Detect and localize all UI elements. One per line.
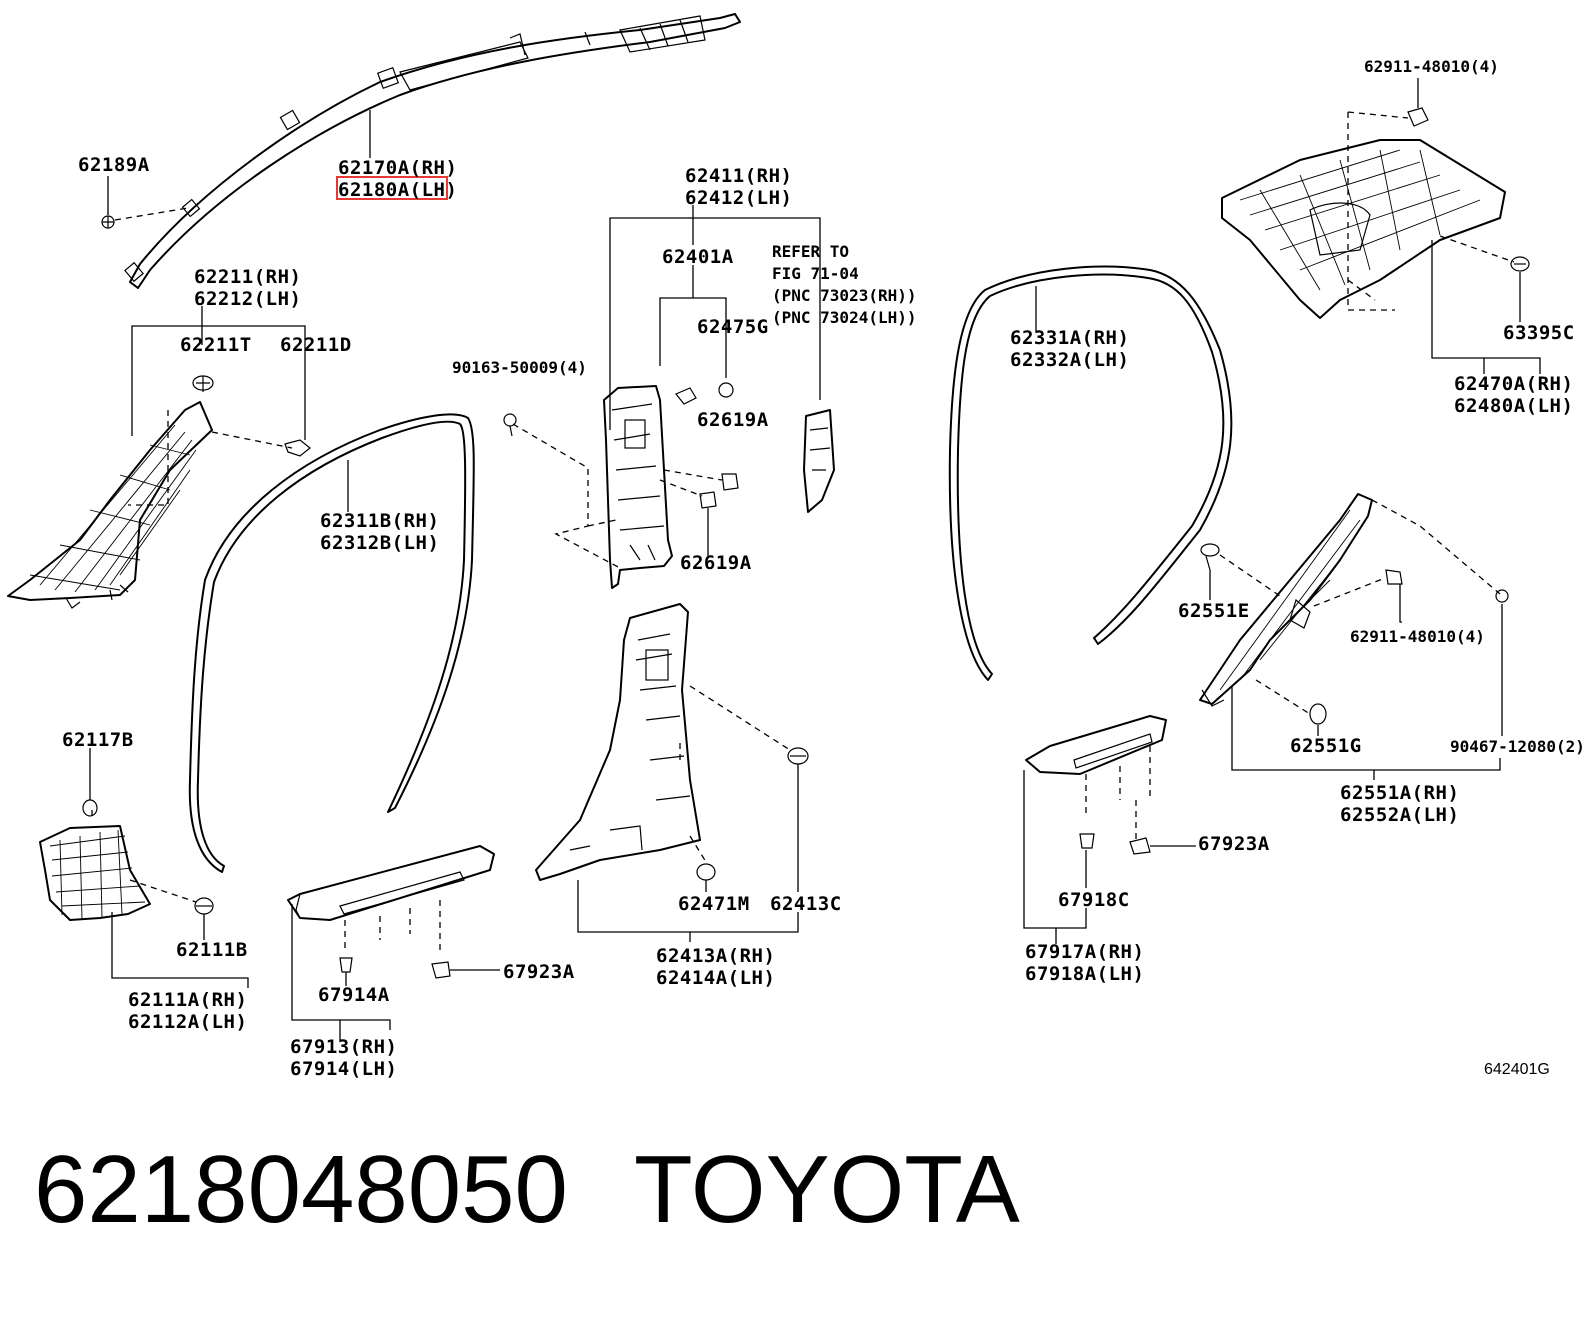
- clip-62211D: [284, 439, 311, 457]
- clip-67914A: [339, 957, 353, 973]
- refer-line-4: (PNC 73024(LH)): [772, 308, 917, 327]
- label-62111A: 62111A(RH): [128, 989, 247, 1011]
- highlight-box: [336, 176, 448, 200]
- label-67918A: 67918A(LH): [1025, 963, 1144, 985]
- label-62117B: 62117B: [62, 729, 134, 751]
- label-62312B: 62312B(LH): [320, 532, 439, 554]
- rear-scuff-plate-part: [1025, 715, 1167, 775]
- clip-62619A-bottom: [699, 491, 717, 509]
- refer-line-2: FIG 71-04: [772, 264, 859, 283]
- label-62471M: 62471M: [678, 893, 750, 915]
- label-62413A: 62413A(RH): [656, 945, 775, 967]
- label-62401A: 62401A: [662, 246, 734, 268]
- part-number: 6218048050: [34, 1136, 568, 1243]
- label-67918C: 67918C: [1058, 889, 1130, 911]
- front-pillar-garnish-part: [7, 401, 213, 609]
- label-62211: 62211(RH): [194, 266, 301, 288]
- label-67914A: 67914A: [318, 984, 390, 1006]
- label-62111B: 62111B: [176, 939, 248, 961]
- clip-62911-top: [1407, 107, 1429, 127]
- label-62619A-bottom: 62619A: [680, 552, 752, 574]
- clip-62551E: [1200, 543, 1220, 571]
- figure-code: 642401G: [1484, 1061, 1550, 1078]
- label-67917A: 67917A(RH): [1025, 941, 1144, 963]
- clip-62619A-top: [721, 473, 739, 491]
- label-62551A: 62551A(RH): [1340, 782, 1459, 804]
- label-62911-top: 62911-48010(4): [1364, 57, 1499, 76]
- label-62170A: 62170A(RH): [338, 157, 457, 179]
- door-opening-trim-front-part: [188, 413, 475, 873]
- label-62212: 62212(LH): [194, 288, 301, 310]
- clip-62551G: [1309, 703, 1327, 725]
- clip-62471M: [696, 863, 716, 881]
- clip-62211T: [192, 375, 214, 392]
- screw-90163: [503, 413, 517, 437]
- label-62480A: 62480A(LH): [1454, 395, 1573, 417]
- label-62411: 62411(RH): [685, 165, 792, 187]
- label-62211D: 62211D: [280, 334, 352, 356]
- center-pillar-lower-part: [535, 603, 701, 881]
- label-62414A: 62414A(LH): [656, 967, 775, 989]
- label-90163: 90163-50009(4): [452, 358, 587, 377]
- label-67913: 67913(RH): [290, 1036, 397, 1058]
- label-62211T: 62211T: [180, 334, 252, 356]
- seatbelt-anchor-cover: [803, 409, 835, 513]
- label-62475G: 62475G: [697, 316, 769, 338]
- clip-63395C: [1510, 256, 1530, 272]
- door-opening-trim-rear-part: [948, 265, 1233, 681]
- center-pillar-upper-part: [603, 385, 673, 589]
- clip-67918C: [1079, 833, 1095, 849]
- screw-90467: [1495, 589, 1509, 603]
- label-62911-mid: 62911-48010(4): [1350, 627, 1485, 646]
- label-62311B: 62311B(RH): [320, 510, 439, 532]
- clip-62111B: [194, 897, 214, 915]
- label-62470A: 62470A(RH): [1454, 373, 1573, 395]
- label-62551G: 62551G: [1290, 735, 1362, 757]
- label-62189A: 62189A: [78, 154, 150, 176]
- refer-line-3: (PNC 73023(RH)): [772, 286, 917, 305]
- clip-c-ring: [718, 382, 734, 398]
- clip-62911-mid: [1385, 569, 1403, 585]
- label-62180A: 62180A(LH): [338, 179, 457, 201]
- label-67914: 67914(LH): [290, 1058, 397, 1080]
- label-67923A-right: 67923A: [1198, 833, 1270, 855]
- label-63395C: 63395C: [1503, 322, 1575, 344]
- clip-62475G: [675, 387, 697, 405]
- brand-name: TOYOTA: [634, 1136, 1020, 1243]
- front-scuff-plate-part: [287, 845, 495, 921]
- label-62331A: 62331A(RH): [1010, 327, 1129, 349]
- clip-62413C: [787, 747, 809, 765]
- clip-67923A-right: [1129, 837, 1151, 855]
- label-62413C: 62413C: [770, 893, 842, 915]
- label-62412: 62412(LH): [685, 187, 792, 209]
- label-62332A: 62332A(LH): [1010, 349, 1129, 371]
- rear-package-trim-part: [1221, 139, 1506, 319]
- clip-62117B: [82, 799, 98, 817]
- refer-line-1: REFER TO: [772, 242, 849, 261]
- clip-62189A: [101, 215, 115, 229]
- label-62552A: 62552A(LH): [1340, 804, 1459, 826]
- footer: 6218048050 TOYOTA: [34, 1135, 1534, 1245]
- label-62112A: 62112A(LH): [128, 1011, 247, 1033]
- label-62619A-top: 62619A: [697, 409, 769, 431]
- label-62551E: 62551E: [1178, 600, 1250, 622]
- label-67923A-left: 67923A: [503, 961, 575, 983]
- roof-side-rail-part: [124, 13, 741, 289]
- label-90467: 90467-12080(2): [1450, 737, 1585, 756]
- quarter-pillar-garnish-part: [1199, 493, 1373, 707]
- clip-67923A-left: [431, 961, 451, 979]
- cowl-side-trim-part: [39, 825, 151, 921]
